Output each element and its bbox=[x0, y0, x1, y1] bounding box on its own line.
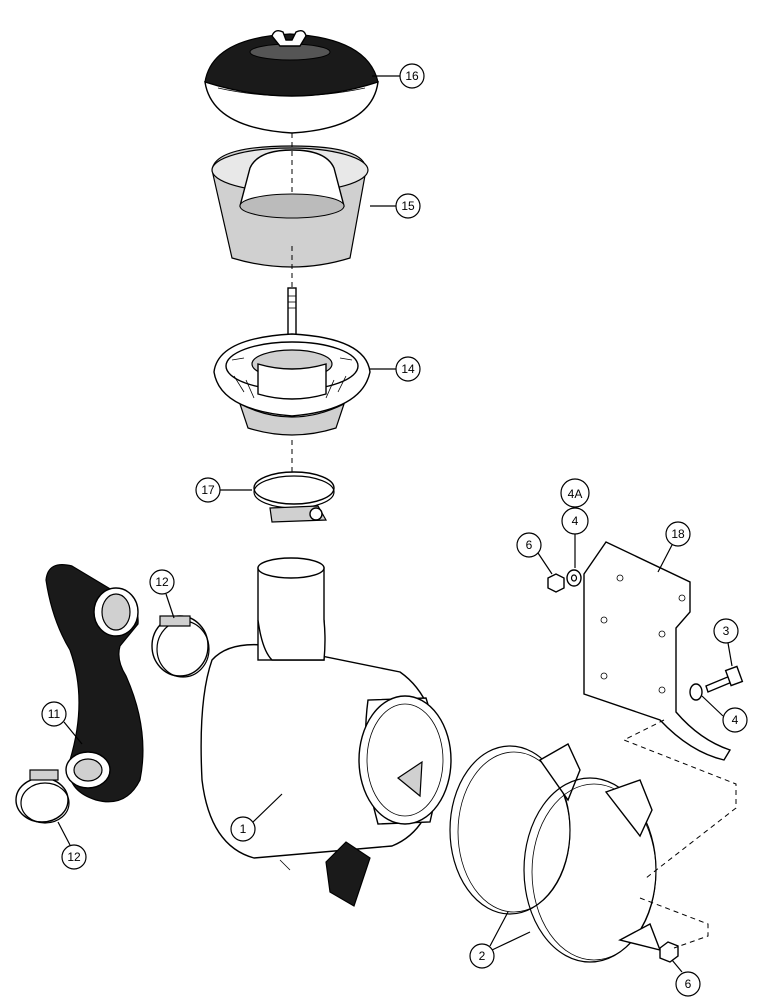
callout-4-right: 4 bbox=[701, 695, 748, 733]
band-part-2 bbox=[449, 743, 662, 963]
housing-part-1 bbox=[200, 557, 452, 907]
callout-3: 3 bbox=[713, 618, 739, 667]
hose-part-11 bbox=[45, 564, 144, 803]
callout-1: 1 bbox=[230, 793, 283, 842]
svg-text:11: 11 bbox=[48, 707, 61, 721]
callout-6-top: 6 bbox=[516, 532, 553, 575]
bracket-part-18 bbox=[583, 541, 732, 761]
base-part-14 bbox=[213, 287, 371, 436]
callout-2: 2 bbox=[469, 911, 531, 969]
callout-14: 14 bbox=[370, 356, 421, 382]
bolt-part-3 bbox=[705, 665, 744, 693]
washer-part-4-right bbox=[689, 683, 703, 701]
callout-12-bottom: 12 bbox=[57, 821, 87, 870]
filter-element-part-15 bbox=[211, 133, 369, 268]
washer-part-4-top bbox=[566, 569, 582, 587]
svg-text:3: 3 bbox=[723, 624, 730, 638]
nut-part-6-bottom bbox=[659, 941, 679, 963]
nut-part-6-top bbox=[547, 573, 565, 593]
svg-text:4: 4 bbox=[732, 713, 739, 727]
callout-16: 16 bbox=[372, 63, 425, 89]
callout-18: 18 bbox=[657, 521, 691, 573]
alignment-lines bbox=[291, 246, 737, 949]
clamp-part-12-top bbox=[151, 615, 210, 678]
clamp-part-17 bbox=[253, 471, 335, 523]
svg-text:12: 12 bbox=[67, 850, 81, 864]
svg-text:18: 18 bbox=[671, 527, 685, 541]
svg-text:14: 14 bbox=[401, 362, 415, 376]
callout-4A: 4A bbox=[560, 478, 590, 508]
callout-6-bottom: 6 bbox=[671, 959, 701, 997]
svg-text:6: 6 bbox=[685, 977, 692, 991]
svg-text:17: 17 bbox=[201, 483, 215, 497]
svg-text:2: 2 bbox=[479, 949, 486, 963]
svg-text:1: 1 bbox=[240, 822, 247, 836]
callout-17: 17 bbox=[195, 477, 252, 503]
svg-text:4A: 4A bbox=[568, 487, 583, 501]
svg-text:12: 12 bbox=[155, 575, 169, 589]
callout-4-top: 4 bbox=[561, 507, 589, 568]
svg-text:4: 4 bbox=[572, 514, 579, 528]
callout-11: 11 bbox=[41, 701, 83, 745]
svg-text:16: 16 bbox=[405, 69, 419, 83]
callout-15: 15 bbox=[370, 193, 421, 219]
svg-text:15: 15 bbox=[401, 199, 415, 213]
svg-text:6: 6 bbox=[526, 538, 533, 552]
cover-part-16 bbox=[204, 29, 379, 134]
clamp-part-12-bottom bbox=[15, 769, 70, 824]
callout-12-top: 12 bbox=[149, 569, 175, 619]
